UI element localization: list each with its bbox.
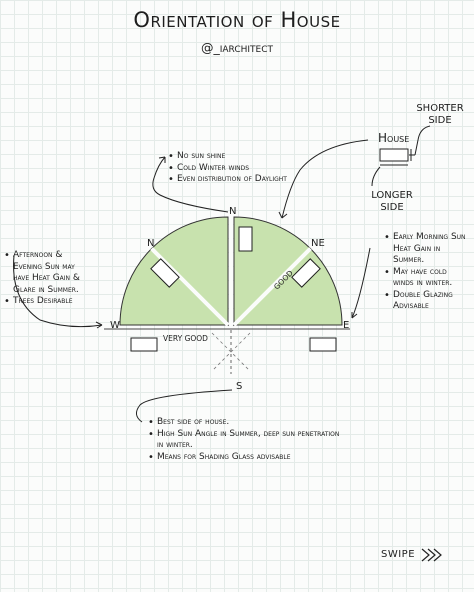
- list-item: •Early Morning Sun Heat Gain in Summer.: [384, 232, 466, 265]
- compass-west: W: [110, 320, 120, 331]
- bullet-icon: •: [168, 174, 174, 185]
- sector-west: [119, 247, 230, 326]
- house-legend-arrow: [281, 139, 369, 219]
- list-item: •Afternoon & Evening Sun may have Heat G…: [4, 250, 80, 295]
- list-item: •Even distribution of Daylight: [168, 174, 287, 185]
- west-note-arrow: [13, 254, 103, 328]
- bullet-icon: •: [168, 151, 174, 162]
- list-item: •Means for Shading Glass advisable: [148, 451, 291, 463]
- bullet-icon: •: [4, 250, 10, 261]
- house-east-bottom: [309, 337, 337, 352]
- east-note-arrow: [351, 247, 371, 319]
- bullet-icon: •: [148, 451, 154, 463]
- bullet-icon: •: [168, 162, 174, 174]
- bullet-icon: •: [384, 289, 390, 301]
- north-note-arrow: [152, 156, 229, 213]
- south-note: •Best side of house. •High Sun Angle in …: [148, 417, 348, 463]
- list-item: •Double Glazing Advisable: [384, 289, 453, 312]
- compass-east: E: [343, 320, 350, 331]
- house-west-bottom: [130, 337, 158, 352]
- legend-house: [371, 125, 431, 187]
- house-north: [238, 226, 253, 252]
- compass-north: N: [229, 206, 237, 217]
- list-item: •Cold Winter winds: [168, 162, 250, 174]
- list-item: •Trees Desirable: [4, 296, 73, 307]
- sector-north: [233, 216, 312, 327]
- bullet-icon: •: [384, 232, 390, 243]
- very-good-label: VERY GOOD: [163, 334, 208, 343]
- sector-group: [119, 216, 343, 327]
- house-northwest: [150, 258, 180, 288]
- list-item: •May have cold winds in winter.: [384, 266, 453, 289]
- legend-shorter-side: SHORTER SIDE: [416, 103, 464, 126]
- bullet-icon: •: [4, 296, 10, 307]
- compass-northwest: N: [147, 238, 155, 249]
- bullet-icon: •: [384, 266, 390, 278]
- south-note-arrow: [136, 389, 233, 423]
- compass-northeast: NE: [311, 238, 325, 249]
- west-note: •Afternoon & Evening Sun may have Heat G…: [4, 250, 90, 308]
- east-note: •Early Morning Sun Heat Gain in Summer. …: [384, 232, 466, 313]
- list-item: •No sun shine: [168, 151, 226, 162]
- house-northeast: [291, 258, 321, 288]
- author-handle: @_iarchitect: [200, 40, 274, 55]
- bullet-icon: •: [148, 417, 154, 428]
- legend-house-label: House: [378, 131, 410, 145]
- compass-south: S: [236, 381, 243, 392]
- sector-northwest: [150, 216, 229, 327]
- page-title: Orientation of House: [133, 8, 341, 32]
- bullet-icon: •: [148, 428, 154, 440]
- swipe-label[interactable]: SWIPE: [381, 549, 416, 560]
- list-item: •High Sun Angle in Summer, deep sun pene…: [148, 428, 340, 451]
- north-note: •No sun shine •Cold Winter winds •Even d…: [168, 151, 338, 186]
- list-item: •Best side of house.: [148, 417, 230, 428]
- legend-longer-side: LONGER SIDE: [371, 190, 413, 213]
- swipe-chevrons-icon: [421, 548, 442, 562]
